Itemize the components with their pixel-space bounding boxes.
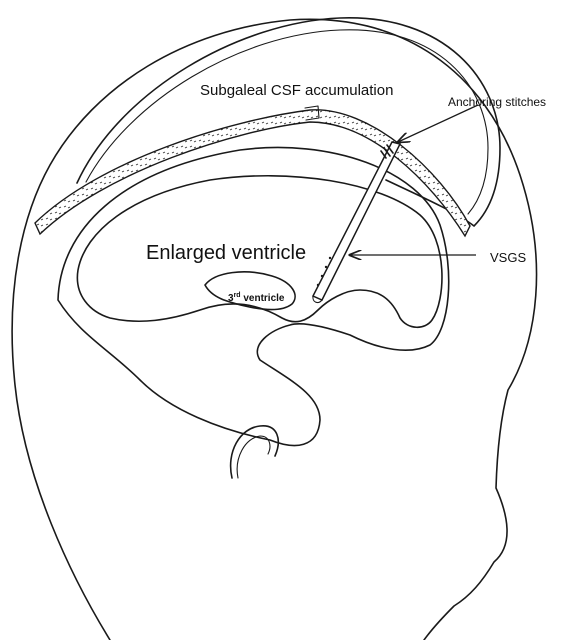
anchoring-stitch-marks [380, 144, 394, 159]
enlarged-ventricle [76, 175, 443, 329]
third-ventricle [204, 271, 296, 311]
third-ventricle-word: ventricle [241, 293, 285, 304]
anchoring-stitches-arrow [398, 104, 479, 142]
vsgs-catheter-tip [312, 295, 323, 304]
anchoring-stitches-label: Anchoring stitches [448, 95, 546, 109]
subgaleal-csf-collection [76, 17, 501, 227]
ear [229, 425, 279, 479]
third-ventricle-number: 3 [228, 293, 234, 304]
skull-bone-flap [34, 109, 471, 238]
third-ventricle-label: 3rd ventricle [228, 292, 285, 304]
subgaleal-csf-inner-wall [85, 29, 489, 215]
enlarged-ventricle-label: Enlarged ventricle [146, 242, 306, 264]
vsgs-label: VSGS [490, 250, 526, 265]
vsgs-catheter [311, 141, 402, 301]
subgaleal-csf-label: Subgaleal CSF accumulation [200, 82, 393, 99]
third-ventricle-superscript: rd [234, 292, 241, 299]
head-outline [11, 18, 538, 640]
ear-inner [236, 435, 271, 479]
bone-flap-gap [304, 105, 320, 121]
catheter-perforations [316, 256, 332, 287]
brain-outline [57, 146, 450, 447]
